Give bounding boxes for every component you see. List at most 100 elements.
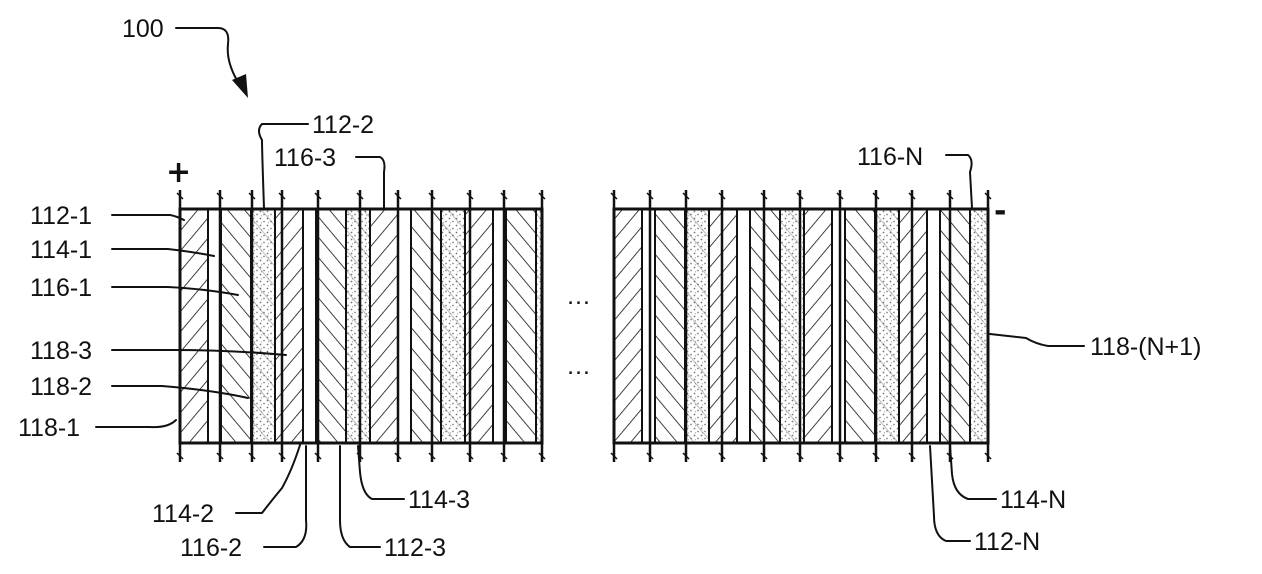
- leader-112-3: [339, 445, 381, 548]
- right-cathode-layer-14: [940, 209, 970, 443]
- current-collectors: [176, 190, 992, 462]
- right-electrolyte-shade-11: [875, 209, 899, 443]
- left-cathode-layer-14: [506, 209, 536, 443]
- leader-112-2: [258, 123, 309, 209]
- ellipsis-lower: …: [566, 352, 591, 380]
- label-114-1: 114-1: [30, 236, 92, 264]
- collector-tick-21-1: [984, 452, 992, 460]
- leader-116-3: [355, 156, 386, 209]
- label-116-1: 116-1: [30, 274, 92, 302]
- label-112-1: 112-1: [30, 202, 92, 230]
- collector-tick-12-0: [646, 192, 654, 200]
- left-separator-layer-1: [208, 209, 221, 443]
- leader-114-1: [111, 248, 215, 257]
- collector-tick-19-0: [908, 192, 916, 200]
- collector-tick-15-0: [760, 192, 768, 200]
- collector-tick-1-1: [216, 452, 224, 460]
- positive-terminal-sign: +: [166, 155, 191, 190]
- left-anode-layer-8: [370, 209, 398, 443]
- collector-tick-17-0: [836, 192, 844, 200]
- collector-tick-3-1: [278, 452, 286, 460]
- collector-tick-18-0: [872, 192, 880, 200]
- collector-tick-17-1: [836, 452, 844, 460]
- right-separator-layer-13: [927, 209, 940, 443]
- collector-tick-14-0: [718, 192, 726, 200]
- collector-tick-13-0: [682, 192, 690, 200]
- left-separator-layer-9: [398, 209, 411, 443]
- label-114-N: 114-N: [1000, 486, 1066, 514]
- left-separator-layer-5: [303, 209, 316, 443]
- right-cathode-layer-10: [845, 209, 875, 443]
- left-anode-layer-0: [180, 209, 208, 443]
- collector-tick-8-1: [466, 452, 474, 460]
- collector-tick-20-0: [946, 192, 954, 200]
- collector-tick-6-0: [394, 192, 402, 200]
- collector-tick-18-1: [872, 452, 880, 460]
- leader-114-3: [357, 445, 405, 500]
- collector-tick-1-0: [216, 192, 224, 200]
- label-114-2: 114-2: [152, 500, 214, 528]
- collector-tick-9-0: [500, 192, 508, 200]
- left-anode-layer-4: [275, 209, 303, 443]
- collector-tick-3-0: [278, 192, 286, 200]
- left-cathode-layer-10: [411, 209, 441, 443]
- label-116-3: 116-3: [274, 144, 336, 172]
- leader-114-N: [949, 445, 997, 500]
- right-anode-layer-8: [804, 209, 832, 443]
- left-cell-block: [179, 209, 542, 443]
- label-114-3: 114-3: [408, 486, 470, 514]
- leader-112-1: [111, 214, 185, 221]
- label-118-3: 118-3: [30, 337, 92, 365]
- leader-114-2: [235, 444, 301, 514]
- reference-100-arrowhead: [232, 74, 248, 98]
- left-electrolyte-shade-3: [251, 209, 275, 443]
- label-116-N: 116-N: [857, 143, 923, 171]
- collector-tick-4-1: [314, 452, 322, 460]
- label-116-2: 116-2: [180, 534, 242, 562]
- leader-116-1: [111, 286, 239, 296]
- collector-tick-0-1: [176, 452, 184, 460]
- leader-118-1: [95, 419, 177, 429]
- collector-tick-7-1: [428, 452, 436, 460]
- collector-tick-6-1: [394, 452, 402, 460]
- collector-tick-12-1: [646, 452, 654, 460]
- collector-tick-15-1: [760, 452, 768, 460]
- collector-tick-10-1: [538, 452, 546, 460]
- leader-118-N1: [989, 333, 1085, 347]
- ellipsis-upper: …: [566, 282, 591, 310]
- label-118-1: 118-1: [18, 414, 80, 442]
- left-electrolyte-shade-15: [536, 209, 542, 443]
- collector-tick-7-0: [428, 192, 436, 200]
- right-separator-layer-9: [832, 209, 845, 443]
- collector-tick-2-1: [248, 452, 256, 460]
- left-electrolyte-shade-7: [346, 209, 370, 443]
- leader-116-N: [945, 154, 973, 209]
- collector-tick-5-0: [356, 192, 364, 200]
- collector-tick-10-0: [538, 192, 546, 200]
- collector-tick-11-0: [610, 192, 618, 200]
- right-electrolyte-shade-3: [685, 209, 709, 443]
- right-cathode-layer-2: [655, 209, 685, 443]
- collector-tick-0-0: [176, 192, 184, 200]
- collector-tick-19-1: [908, 452, 916, 460]
- leader-116-2: [263, 445, 308, 548]
- collector-tick-14-1: [718, 452, 726, 460]
- collector-tick-16-0: [796, 192, 804, 200]
- label-112-3: 112-3: [384, 534, 446, 562]
- collector-tick-13-1: [682, 452, 690, 460]
- left-electrolyte-shade-11: [441, 209, 465, 443]
- leader-112-N: [929, 445, 971, 542]
- label-118-2: 118-2: [30, 373, 92, 401]
- negative-terminal-sign: -: [994, 194, 1006, 229]
- collector-tick-21-0: [984, 192, 992, 200]
- left-cathode-layer-6: [316, 209, 346, 443]
- collector-tick-8-0: [466, 192, 474, 200]
- right-separator-layer-1: [642, 209, 655, 443]
- leader-118-3: [111, 349, 287, 356]
- collector-tick-9-1: [500, 452, 508, 460]
- collector-tick-2-0: [248, 192, 256, 200]
- right-separator-layer-5: [737, 209, 750, 443]
- label-112-2: 112-2: [312, 111, 374, 139]
- left-cathode-layer-2: [221, 209, 251, 443]
- reference-100-arrow: [175, 27, 239, 83]
